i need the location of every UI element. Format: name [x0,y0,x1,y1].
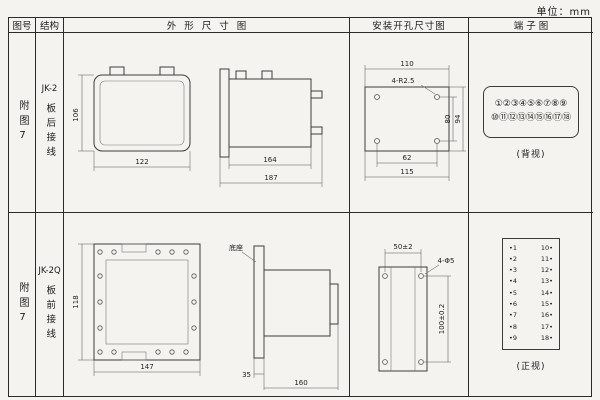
terminal-diagram-rear: ①②③④⑤⑥⑦⑧⑨ ⑩⑪⑫⑬⑭⑮⑯⑰⑱ [483,85,579,138]
cutout-dims: 110 4-R2.5 80 94 62 [364,60,466,181]
header-structure: 结构 [36,18,64,33]
row2-model-label: JK-2Q [38,266,61,276]
row1-structure-cell: JK-2 板后接线 [36,33,64,213]
base-label: 底座 [229,243,243,252]
outline-drawing-jk2q: 118 147 底座 35 [72,243,338,390]
terminal-caption-rear: (背视) [516,149,546,160]
front-width-dim: 122 [135,158,148,166]
terminal-row-1: ①②③④⑤⑥⑦⑧⑨ [494,99,568,109]
relay-side-view [219,68,322,157]
outline-drawing-jk2: 106 122 164 [72,66,322,187]
bracket-dims: 50±2 4-Φ5 100±0.2 [384,243,454,362]
row1-outline-cell: 106 122 164 [64,33,350,213]
corner-radius-note: 4-R2.5 [391,77,414,85]
side-dims: 164 187 [219,133,322,187]
unit-label: 单位：mm [536,7,591,18]
side-dims: 35 160 [242,323,338,390]
header-install: 安装开孔尺寸图 [350,18,469,33]
side-total-dim: 187 [264,174,277,182]
terminal-col-right: 10• 11• 12• 13• 14• 15• 16• 17• 18• [540,243,553,342]
row2-wiring-label: 板前接线 [44,285,56,343]
relay-front-view [93,66,190,151]
side-total-dim: 160 [294,379,307,387]
row2-fig-no-label: 附图7 [17,281,28,328]
terminal-caption-front: (正视) [516,361,546,372]
row1-fig-no-cell: 附图7 [9,33,36,213]
install-drawing-jk2q: 50±2 4-Φ5 100±0.2 [378,243,454,371]
hole-spacing-h-dim: 50±2 [393,243,412,251]
relay-front-view [93,243,200,360]
row1-terminal-cell: ①②③④⑤⑥⑦⑧⑨ ⑩⑪⑫⑬⑭⑮⑯⑰⑱ (背视) [469,33,593,213]
header-terminal: 端子图 [469,18,593,33]
front-width-dim: 147 [140,363,153,371]
inner-width-dim: 62 [402,154,411,162]
flange-dim: 35 [242,371,251,379]
row1-install-cell: 110 4-R2.5 80 94 62 [350,33,469,213]
header-fig-no: 图号 [9,18,36,33]
hole-diameter-note: 4-Φ5 [437,257,454,265]
header-outline: 外形尺寸图 [64,18,350,33]
install-drawing-jk2: 110 4-R2.5 80 94 62 [364,60,466,181]
side-body-dim: 164 [263,156,277,164]
terminal-row-2: ⑩⑪⑫⑬⑭⑮⑯⑰⑱ [490,113,572,123]
cutout-width-dim: 110 [400,60,413,68]
panel-cutout [364,86,449,151]
row1-fig-no-label: 附图7 [17,99,28,146]
spec-table: 图号 结构 外形尺寸图 安装开孔尺寸图 端子图 附图7 JK-2 板后接线 [8,17,593,397]
terminal-col-left: •1 •2 •3 •4 •5 •6 •7 •8 •9 [509,243,517,342]
row1-wiring-label: 板后接线 [44,103,56,161]
front-dims: 118 147 [72,243,200,376]
outer-width-dim: 115 [400,168,413,176]
front-height-dim: 118 [72,295,80,308]
row1-model-label: JK-2 [41,84,58,94]
hole-spacing-v-dim: 100±0.2 [438,303,446,333]
row2-terminal-cell: •1 •2 •3 •4 •5 •6 •7 •8 •9 10• 11• 12• 1… [469,213,593,396]
terminal-diagram-front: •1 •2 •3 •4 •5 •6 •7 •8 •9 10• 11• 12• 1… [502,237,560,350]
inner-height-dim: 80 [444,114,452,123]
row2-outline-cell: 118 147 底座 35 [64,213,350,396]
row2-structure-cell: JK-2Q 板前接线 [36,213,64,396]
outer-height-dim: 94 [454,114,462,123]
front-dims: 106 122 [72,74,190,171]
mounting-bracket [378,266,427,371]
front-height-dim: 106 [72,107,80,121]
row2-fig-no-cell: 附图7 [9,213,36,396]
row2-install-cell: 50±2 4-Φ5 100±0.2 [350,213,469,396]
relay-side-view: 底座 [229,243,338,358]
